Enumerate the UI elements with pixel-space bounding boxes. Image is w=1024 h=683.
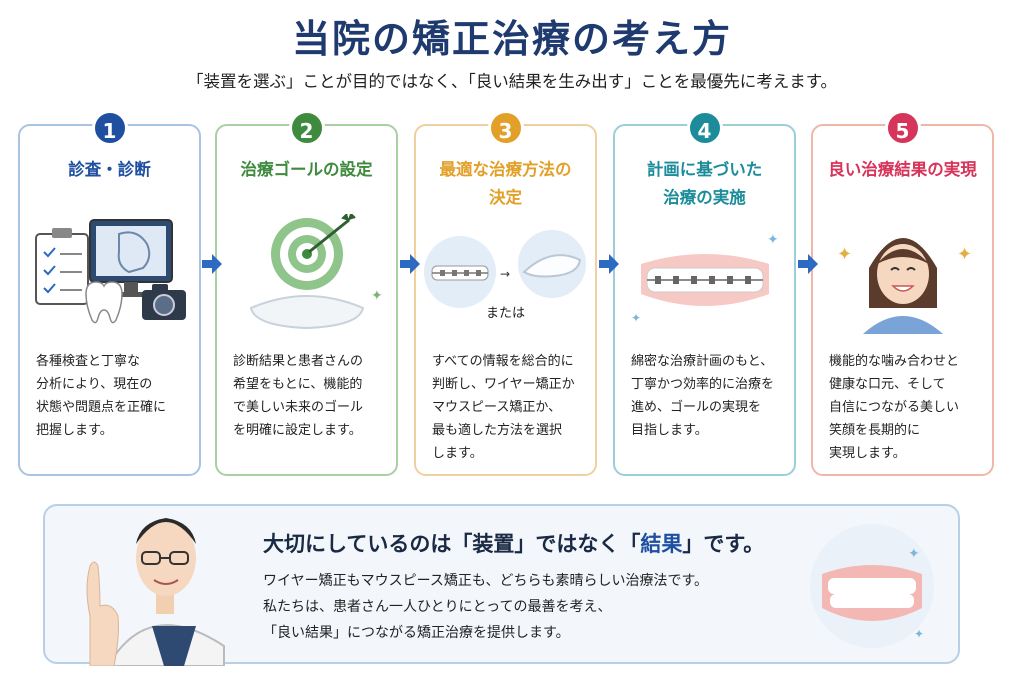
arrow-right-icon [400, 254, 420, 274]
step-description: すべての情報を総合的に 判断し、ワイヤー矯正か マウスピース矯正か、 最も適した… [432, 354, 575, 461]
step-card-5: 5 良い治療結果の実現 ✦ ✦ 機能的な噛み合わせと 健康な口元、そして 自信に… [811, 110, 994, 476]
result-illustration: ✦ ✦ [837, 238, 972, 334]
target-icon [271, 214, 356, 290]
step-number-badge: 1 [91, 110, 128, 146]
step-card-1: 1 診査・診断 各種検査と丁寧な 分析により、現在の 状態や問題点を正確に 把握… [18, 110, 201, 476]
sparkle-icon: ✦ [837, 244, 852, 265]
message-line: 私たちは、患者さん一人ひとりにとっての最善を考え、 [263, 599, 612, 615]
method-illustration: → [424, 230, 586, 308]
teeth-icon: ✦ ✦ [810, 524, 934, 648]
step-description: 各種検査と丁寧な 分析により、現在の 状態や問題点を正確に 把握します。 [36, 354, 167, 438]
step-title: 診査・診断 [68, 160, 151, 179]
step-description: 綿密な治療計画のもと、 丁寧かつ効率的に治療を 進め、ゴールの実現を 目指します… [631, 354, 775, 438]
arrow-right-icon [202, 254, 222, 274]
step-title: 良い治療結果の実現 [828, 160, 977, 179]
aligner-icon [522, 254, 582, 278]
svg-text:✦: ✦ [631, 311, 641, 325]
step-description: 診断結果と患者さんの 希望をもとに、機能的 で美しい未来のゴール を明確に設定し… [233, 354, 364, 438]
arrow-right-icon [599, 254, 619, 274]
page-title: 当院の矯正治療の考え方 [291, 17, 732, 61]
step-number-badge: 4 [686, 110, 723, 146]
sparkle-icon: ✦ [767, 232, 779, 248]
svg-text:→: → [500, 267, 510, 281]
message-title-post: 」です。 [682, 532, 765, 556]
step-card-3: 3 最適な治療方法の 決定 → または すべての情報を総合的に 判断し、ワイヤー… [414, 110, 597, 476]
step-title: 治療ゴールの設定 [240, 160, 373, 179]
arrow-right-icon [798, 254, 818, 274]
sparkle-icon: ✦ [371, 288, 383, 304]
step-number-badge: 3 [487, 110, 524, 146]
message-title: 大切にしているのは「装置」ではなく「結果」です。 [263, 528, 764, 558]
svg-text:✦: ✦ [957, 244, 972, 265]
step-title: 最適な治療方法の 決定 [439, 160, 572, 207]
step-number-badge: 5 [884, 110, 921, 146]
step-title: 計画に基づいた 治療の実施 [646, 160, 763, 207]
braces-icon [641, 254, 769, 306]
clipboard-icon [35, 228, 89, 305]
goal-illustration: ✦ [249, 214, 383, 330]
camera-icon [142, 284, 186, 320]
monitor-xray-icon [89, 219, 173, 297]
step-card-2: 2 治療ゴールの設定 ✦ 診断結果と患者さんの 希望をもとに、機能的 で美しい未… [215, 110, 398, 476]
step-number-badge: 2 [288, 110, 325, 146]
message-line: 「良い結果」につながる矯正治療を提供します。 [263, 625, 570, 641]
tooth-icon [85, 281, 123, 324]
diagnosis-illustration [35, 219, 186, 324]
aligner-icon [249, 295, 365, 330]
step-description: 機能的な噛み合わせと 健康な口元、そして 自信につながる美しい 笑顔を長期的に … [829, 354, 960, 461]
svg-text:✦: ✦ [914, 627, 924, 641]
page-subtitle: 「装置を選ぶ」ことが目的ではなく、「良い結果を生み出す」ことを最優先に考えます。 [186, 72, 838, 91]
or-label: または [485, 306, 525, 321]
braces-icon [431, 265, 489, 281]
message-title-pre: 大切にしているのは「装置」ではなく「 [263, 532, 641, 556]
smiling-woman-icon [863, 238, 943, 334]
treatment-illustration: ✦ ✦ [631, 232, 779, 325]
message-title-highlight: 結果 [640, 532, 683, 556]
sparkle-icon: ✦ [908, 546, 920, 562]
step-card-4: 4 計画に基づいた 治療の実施 ✦ ✦ 綿密な治療計画のもと、 丁寧かつ効率的に… [613, 110, 796, 476]
message-line: ワイヤー矯正もマウスピース矯正も、どちらも素晴らしい治療法です。 [263, 573, 709, 589]
doctor-icon [86, 518, 225, 666]
